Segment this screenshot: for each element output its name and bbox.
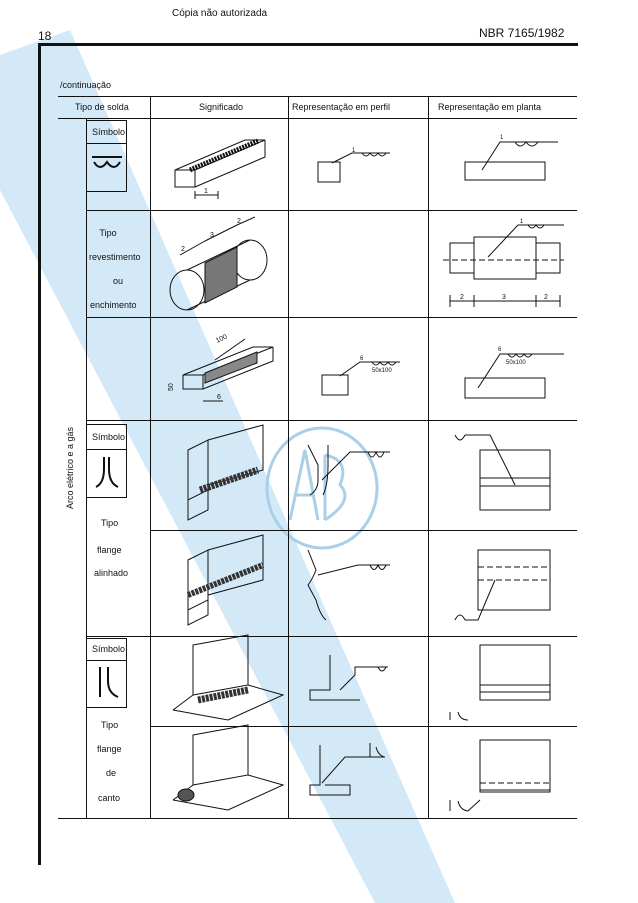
col-divider-3 (428, 96, 429, 818)
flange-aligned-meaning-drawing (187, 424, 264, 521)
col-divider-1 (150, 96, 151, 818)
header-rule (38, 43, 578, 46)
row-rule (86, 317, 577, 318)
symbol-box (87, 424, 127, 498)
svg-text:50x100: 50x100 (372, 368, 392, 374)
flange-corner-plan-drawing (449, 644, 551, 721)
surfacing-bar-drawing: 1 (174, 138, 266, 199)
flange-corner-profile-drawing-2 (309, 743, 385, 796)
copy-notice: Cópia não autorizada (172, 8, 268, 19)
symbol-label: Símbolo (92, 127, 126, 137)
row-rule (150, 530, 577, 531)
sub-col-divider (86, 118, 87, 818)
col-header-profile: Representação em perfil (292, 102, 391, 112)
row-rule (86, 636, 577, 637)
row-rule (150, 726, 577, 727)
col-header-plan: Representação em planta (438, 102, 542, 112)
symbol-box (87, 120, 127, 192)
standard-code: NBR 7165/1982 (479, 26, 565, 40)
page-number: 18 (38, 29, 52, 43)
svg-text:6: 6 (217, 394, 221, 401)
flange-aligned-plan-drawing (454, 434, 551, 511)
flange-aligned-profile-drawing (307, 444, 390, 496)
flange-aligned-profile-drawing-2 (307, 549, 390, 621)
svg-text:3: 3 (210, 232, 214, 239)
surfacing-shaft-drawing: 2 3 2 (169, 216, 268, 311)
flange-aligned-meaning-drawing-2 (186, 534, 265, 626)
svg-text:50x100: 50x100 (506, 360, 526, 366)
surfacing-plate-plan-drawing: 6 50x100 (464, 347, 564, 399)
type-line: flange (97, 744, 122, 754)
row-rule (86, 420, 577, 421)
svg-text:1: 1 (352, 148, 356, 154)
symbol-label: Símbolo (92, 432, 126, 442)
svg-text:2: 2 (237, 218, 241, 225)
flange-aligned-symbol-icon (95, 457, 119, 488)
flange-corner-meaning-drawing (172, 634, 285, 721)
type-line: revestimento (89, 252, 141, 262)
type-line: ou (113, 276, 124, 286)
svg-text:1: 1 (204, 188, 208, 195)
continuation-label: /continuação (60, 80, 112, 90)
svg-text:6: 6 (498, 347, 502, 353)
surfacing-profile-drawing: 1 (317, 148, 390, 183)
type-line: alinhado (94, 568, 129, 578)
type-line: canto (98, 793, 121, 803)
row-rule (86, 210, 577, 211)
surfacing-plate-profile-drawing: 6 50x100 (321, 356, 400, 396)
surfacing-plan-drawing: 1 (464, 135, 558, 181)
type-line: Tipo (101, 518, 119, 528)
symbol-box-divider (87, 143, 127, 144)
col-header-meaning: Significado (199, 102, 244, 112)
symbol-label: Símbolo (92, 644, 126, 654)
col-header-type: Tipo de solda (75, 102, 129, 112)
flange-corner-meaning-drawing-2 (172, 724, 285, 811)
type-line: Tipo (101, 720, 119, 730)
symbol-box (87, 638, 127, 708)
flange-corner-profile-drawing (309, 655, 388, 701)
surfacing-plate-drawing: 100 50 6 (168, 333, 274, 402)
svg-text:100: 100 (215, 333, 229, 344)
table-header-rule (58, 118, 577, 119)
type-line: enchimento (90, 300, 137, 310)
left-margin-rule (38, 43, 41, 865)
svg-text:3: 3 (502, 294, 506, 301)
type-line: de (106, 768, 117, 778)
col-divider-2 (288, 96, 289, 818)
flange-corner-symbol-icon (99, 667, 119, 698)
flange-aligned-plan-drawing-2 (454, 549, 551, 621)
svg-text:50: 50 (168, 383, 175, 391)
symbol-box-divider (87, 660, 127, 661)
type-line: flange (97, 545, 122, 555)
table-bottom-rule (58, 818, 577, 819)
process-label: Arco elétrico e a gás (65, 426, 75, 510)
svg-text:2: 2 (181, 246, 185, 253)
svg-text:1: 1 (500, 135, 504, 141)
symbol-box-divider (87, 449, 127, 450)
surfacing-symbol-icon (92, 156, 122, 168)
svg-text:2: 2 (460, 294, 464, 301)
svg-text:2: 2 (544, 294, 548, 301)
svg-text:1: 1 (520, 219, 524, 225)
surfacing-shaft-plan-drawing: 1 2 3 2 (443, 219, 564, 307)
flange-corner-plan-drawing-2 (449, 739, 551, 812)
svg-text:6: 6 (360, 356, 364, 362)
table-top-rule (58, 96, 577, 97)
